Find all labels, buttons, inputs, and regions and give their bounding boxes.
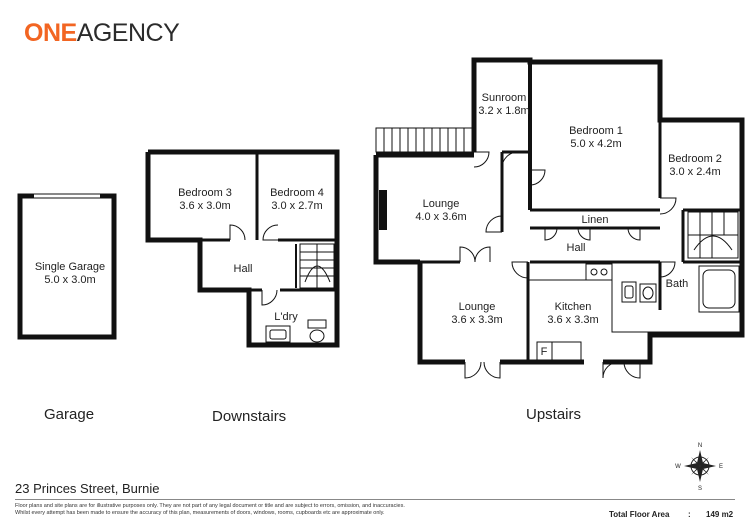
- compass-icon: N E S W: [675, 443, 723, 492]
- kitchen-size: 3.6 x 3.3m: [547, 314, 598, 326]
- section-downstairs: Downstairs: [212, 408, 287, 425]
- total-floor-area-label: Total Floor Area: [609, 510, 670, 519]
- property-address: 23 Princes Street, Burnie: [15, 481, 160, 496]
- bedroom3-name: Bedroom 3: [178, 187, 232, 199]
- lounge-lower-name: Lounge: [459, 301, 496, 313]
- lounge-upper-size: 4.0 x 3.6m: [415, 211, 466, 223]
- bedroom4-size: 3.0 x 2.7m: [271, 200, 322, 212]
- compass-s: S: [698, 486, 702, 492]
- bedroom4-name: Bedroom 4: [270, 187, 324, 199]
- bedroom1-size: 5.0 x 4.2m: [570, 138, 621, 150]
- linen-name: Linen: [582, 214, 609, 226]
- garage-size: 5.0 x 3.0m: [44, 274, 95, 286]
- lounge-lower-size: 3.6 x 3.3m: [451, 314, 502, 326]
- downstairs-plan: Bedroom 3 3.6 x 3.0m Bedroom 4 3.0 x 2.7…: [145, 149, 340, 348]
- sunroom-name: Sunroom: [482, 92, 527, 104]
- bedroom3-size: 3.6 x 3.0m: [179, 200, 230, 212]
- disclaimer: Floor plans and site plans are for illus…: [15, 503, 535, 517]
- disclaimer-line2: Whilst every attempt has been made to en…: [15, 510, 385, 516]
- section-garage: Garage: [44, 406, 95, 423]
- hall-down-name: Hall: [234, 263, 253, 275]
- compass-n: N: [698, 443, 702, 449]
- upstairs-plan: Sunroom 3.2 x 1.8m Bedroom 1 5.0 x 4.2m …: [373, 57, 745, 379]
- bedroom2-size: 3.0 x 2.4m: [669, 166, 720, 178]
- fridge-label: F: [541, 346, 548, 358]
- sunroom-size: 3.2 x 1.8m: [478, 105, 529, 117]
- bath-name: Bath: [666, 278, 689, 290]
- bedroom1-name: Bedroom 1: [569, 125, 623, 137]
- section-upstairs: Upstairs: [526, 406, 582, 423]
- total-floor-area-separator: :: [688, 510, 691, 519]
- agency-logo: ONEAGENCY: [24, 18, 180, 48]
- lounge-upper-name: Lounge: [423, 198, 460, 210]
- bedroom2-name: Bedroom 2: [668, 153, 722, 165]
- garage-name: Single Garage: [35, 261, 105, 273]
- compass-e: E: [719, 464, 723, 470]
- garage-plan: Single Garage 5.0 x 3.0m: [17, 193, 117, 340]
- compass-w: W: [675, 464, 681, 470]
- total-floor-area-value: 149 m2: [706, 510, 734, 519]
- logo-one: ONE: [24, 19, 77, 47]
- hall-up-name: Hall: [567, 242, 586, 254]
- footer-divider: [15, 499, 735, 500]
- disclaimer-line1: Floor plans and site plans are for illus…: [15, 503, 405, 509]
- laundry-name: L'dry: [274, 311, 298, 323]
- logo-agency: AGENCY: [76, 19, 180, 47]
- kitchen-name: Kitchen: [555, 301, 592, 313]
